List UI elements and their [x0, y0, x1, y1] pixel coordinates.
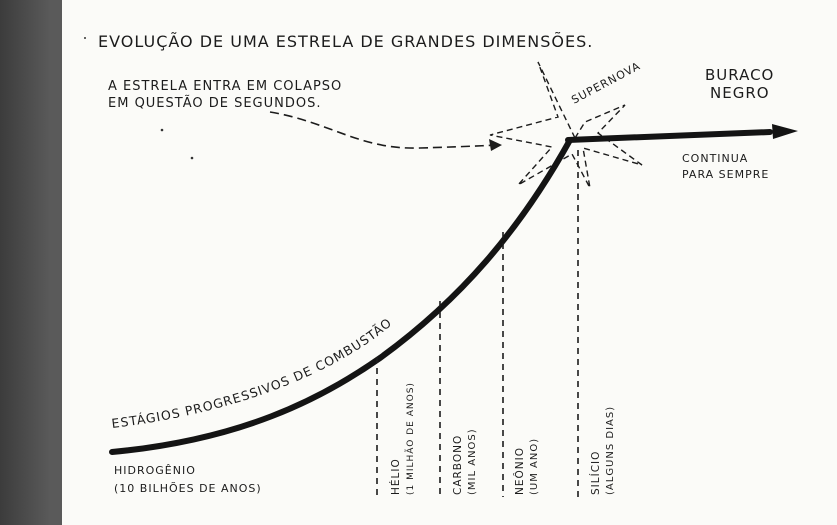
stage-carbono-name: CARBONO	[452, 435, 464, 495]
black-hole-arrowhead	[772, 124, 798, 139]
stage-neonio-duration: (UM ANO)	[529, 438, 540, 495]
collapse-arrow	[269, 111, 501, 149]
black-hole-label-line2: NEGRO	[710, 84, 770, 102]
collapse-note-line2: EM QUESTÃO DE SEGUNDOS.	[108, 95, 322, 111]
stage-hidrogenio-duration: (10 BILHÕES DE ANOS)	[114, 482, 262, 495]
stage-neonio-name: NEÔNIO	[513, 447, 526, 495]
diagram-title: EVOLUÇÃO DE UMA ESTRELA DE GRANDES DIMEN…	[98, 32, 593, 51]
evolution-curve	[109, 137, 573, 455]
black-hole-label-line1: BURACO	[705, 66, 774, 84]
stage-carbono-duration: (MIL ANOS)	[467, 428, 478, 495]
supernova-star-icon	[489, 61, 643, 189]
supernova-label: SUPERNOVA	[569, 59, 642, 106]
stage-silicio-duration: (ALGUNS DIAS)	[605, 406, 616, 495]
black-hole-line	[565, 129, 773, 143]
stage-hidrogenio-name: HIDROGÊNIO	[114, 464, 196, 477]
continues-label-line2: PARA SEMPRE	[682, 168, 769, 181]
collapse-note-line1: A ESTRELA ENTRA EM COLAPSO	[108, 79, 342, 94]
paper-speck	[84, 37, 86, 39]
collapse-arrowhead	[489, 139, 502, 151]
continues-label-line1: CONTINUA	[682, 152, 748, 165]
paper-speck	[190, 156, 194, 160]
stage-helio-name: HÉLIO	[389, 458, 402, 495]
paper-speck	[160, 128, 164, 132]
stage-silicio-name: SILÍCIO	[589, 451, 602, 495]
stage-helio-duration: (1 MILHÃO DE ANOS)	[405, 382, 416, 495]
